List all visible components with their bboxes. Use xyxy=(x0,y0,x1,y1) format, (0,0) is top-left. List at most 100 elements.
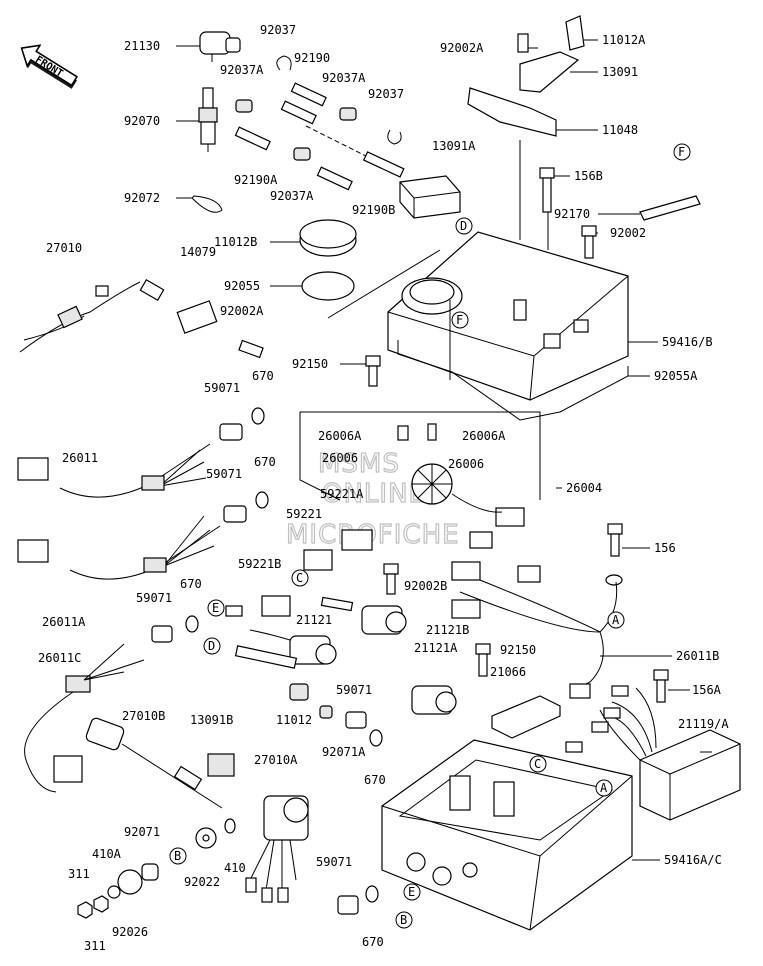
label-156: 156 xyxy=(654,541,676,555)
label-92072: 92072 xyxy=(124,191,160,205)
callout-f-b: F xyxy=(456,313,463,327)
label-27010b: 27010B xyxy=(122,709,165,723)
callout-e-b: E xyxy=(408,885,415,899)
cdi-unit xyxy=(565,685,741,821)
label-92037-b: 92037 xyxy=(368,87,404,101)
label-92037a-c: 92037A xyxy=(270,189,314,203)
callout-e-a: E xyxy=(212,601,219,615)
spark-plug xyxy=(198,87,218,152)
connector-59221b xyxy=(261,595,291,617)
label-311-b: 311 xyxy=(84,939,106,953)
label-13091b: 13091B xyxy=(190,713,233,727)
bolt-92150-b xyxy=(475,643,491,677)
sensor-14079 xyxy=(139,278,264,359)
label-92002a-mid: 92002A xyxy=(220,304,264,318)
callout-d-b: D xyxy=(208,639,215,653)
bolt-156 xyxy=(607,523,623,557)
watermark-line-2: ONLINE xyxy=(322,479,426,509)
label-92002a-top: 92002A xyxy=(440,41,484,55)
label-670-a: 670 xyxy=(252,369,274,383)
label-21121: 21121 xyxy=(296,613,332,627)
label-670-b: 670 xyxy=(254,455,276,469)
harness-27010 xyxy=(19,281,141,353)
watermark-line-1: MSMS xyxy=(318,449,400,479)
hose-e xyxy=(225,605,243,617)
washer-156 xyxy=(605,574,623,586)
label-92170: 92170 xyxy=(554,207,590,221)
label-21130: 21130 xyxy=(124,39,160,53)
nut-311-a xyxy=(77,901,93,919)
label-311-a: 311 xyxy=(68,867,90,881)
callout-a-b: A xyxy=(600,781,608,795)
label-92037-a: 92037 xyxy=(260,23,296,37)
connector-59221 xyxy=(303,549,333,571)
label-92190a: 92190A xyxy=(234,173,278,187)
leader-26004-top xyxy=(300,411,541,500)
label-92037a-a: 92037A xyxy=(220,63,264,77)
label-26011b: 26011B xyxy=(676,649,719,663)
label-92190b: 92190B xyxy=(352,203,395,217)
leader-26004-left xyxy=(299,412,341,501)
ignition-coil-21121b xyxy=(361,605,407,635)
cable-grommets xyxy=(151,407,383,915)
electric-box-cover xyxy=(387,231,629,401)
label-59221b: 59221B xyxy=(238,557,281,571)
harness-26011c xyxy=(24,643,145,793)
bolt-92002b xyxy=(383,563,399,595)
label-26011: 26011 xyxy=(62,451,98,465)
harness-26011a xyxy=(17,515,221,580)
block-13091b xyxy=(207,753,235,777)
label-92070: 92070 xyxy=(124,114,160,128)
ignition-coil-21121 xyxy=(249,629,337,665)
label-92071: 92071 xyxy=(124,825,160,839)
part-labels: 21130 92037 92190 92037A 92037A 92037 92… xyxy=(38,23,729,953)
label-26006-b: 26006 xyxy=(448,457,484,471)
label-14079: 14079 xyxy=(180,245,216,259)
harness-26011b xyxy=(451,561,618,699)
callout-b-b: B xyxy=(400,913,407,927)
label-27010a: 27010A xyxy=(254,753,298,767)
leader-lines xyxy=(176,39,712,861)
spark-plug-cap xyxy=(199,31,241,62)
cable-tie xyxy=(191,195,223,213)
label-156b: 156B xyxy=(574,169,603,183)
label-410a: 410A xyxy=(92,847,122,861)
callout-d-a: D xyxy=(460,219,467,233)
label-13091a: 13091A xyxy=(432,139,476,153)
bracket xyxy=(467,15,585,137)
ignition-coil-21121a xyxy=(411,685,457,715)
label-92150-a: 92150 xyxy=(292,357,328,371)
label-156a: 156A xyxy=(692,683,722,697)
label-26006a-a: 26006A xyxy=(318,429,362,443)
label-92002b: 92002B xyxy=(404,579,447,593)
bushing-92071 xyxy=(141,863,159,881)
bolt-92002 xyxy=(581,225,597,259)
label-59416b: 59416/B xyxy=(662,335,713,349)
bolt-92150 xyxy=(365,355,381,387)
label-92002: 92002 xyxy=(610,226,646,240)
switch-27010a xyxy=(245,795,309,903)
nut-311-b xyxy=(93,895,109,913)
label-59071-b: 59071 xyxy=(206,467,242,481)
label-26011c: 26011C xyxy=(38,651,81,665)
label-26011a: 26011A xyxy=(42,615,86,629)
label-21121b: 21121B xyxy=(426,623,469,637)
label-92022: 92022 xyxy=(184,875,220,889)
callouts: D F F C E D A C A B E B xyxy=(169,143,691,929)
regulator-21066 xyxy=(491,695,561,739)
label-11048: 11048 xyxy=(602,123,638,137)
watermark: MSMS ONLINE MICROFICHE xyxy=(285,448,459,550)
label-26006a-b: 26006A xyxy=(462,429,506,443)
label-92026: 92026 xyxy=(112,925,148,939)
label-670-d: 670 xyxy=(364,773,386,787)
bolt-156b xyxy=(539,167,555,213)
washer-410a xyxy=(107,885,121,899)
label-11012a: 11012A xyxy=(602,33,646,47)
label-21066: 21066 xyxy=(490,665,526,679)
label-59221: 59221 xyxy=(286,507,322,521)
label-92037a-b: 92037A xyxy=(322,71,366,85)
washer-410 xyxy=(224,818,236,834)
label-59071-d: 59071 xyxy=(336,683,372,697)
